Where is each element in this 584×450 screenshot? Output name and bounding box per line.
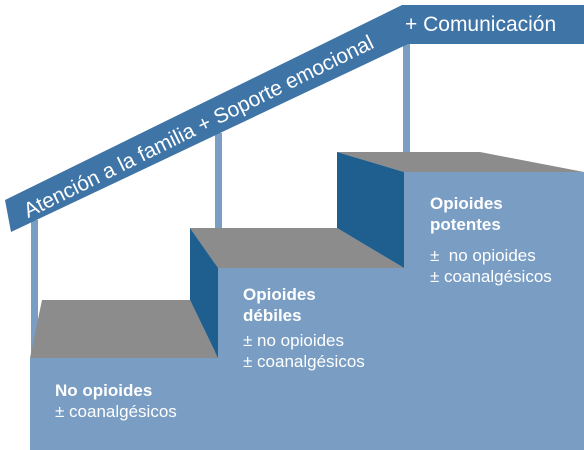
step-2-line1: ± no opioides [243,331,345,350]
step-2-riser [190,228,218,358]
step-3-title: Opioides [430,194,503,213]
step-1-line1: ± coanalgésicos [55,402,177,421]
step-3-tread [337,152,584,172]
step-3-label: Opioides potentes ± no opioides ± coanal… [430,193,552,287]
step-front-face [30,172,584,450]
step-2-tread [190,228,404,268]
railing-post-3 [403,30,410,268]
banner-horizontal-text: + Comunicación [405,13,557,36]
step-2-title-line2: débiles [243,306,302,325]
step-1-tread [30,300,218,358]
railing-post-1 [31,220,38,360]
step-3-line1: ± no opioides [430,246,536,265]
step-2-line2: ± coanalgésicos [243,352,365,371]
step-1-label: No opioides ± coanalgésicos [55,380,177,422]
step-1-title: No opioides [55,381,153,400]
railing-banner [5,5,584,232]
step-2-label: Opioides débiles ± no opioides ± coanalg… [243,284,365,372]
step-3-line2: ± coanalgésicos [430,267,552,286]
step-3-title-line2: potentes [430,215,501,234]
step-2-title: Opioides [243,285,316,304]
step-3-riser [337,152,404,268]
